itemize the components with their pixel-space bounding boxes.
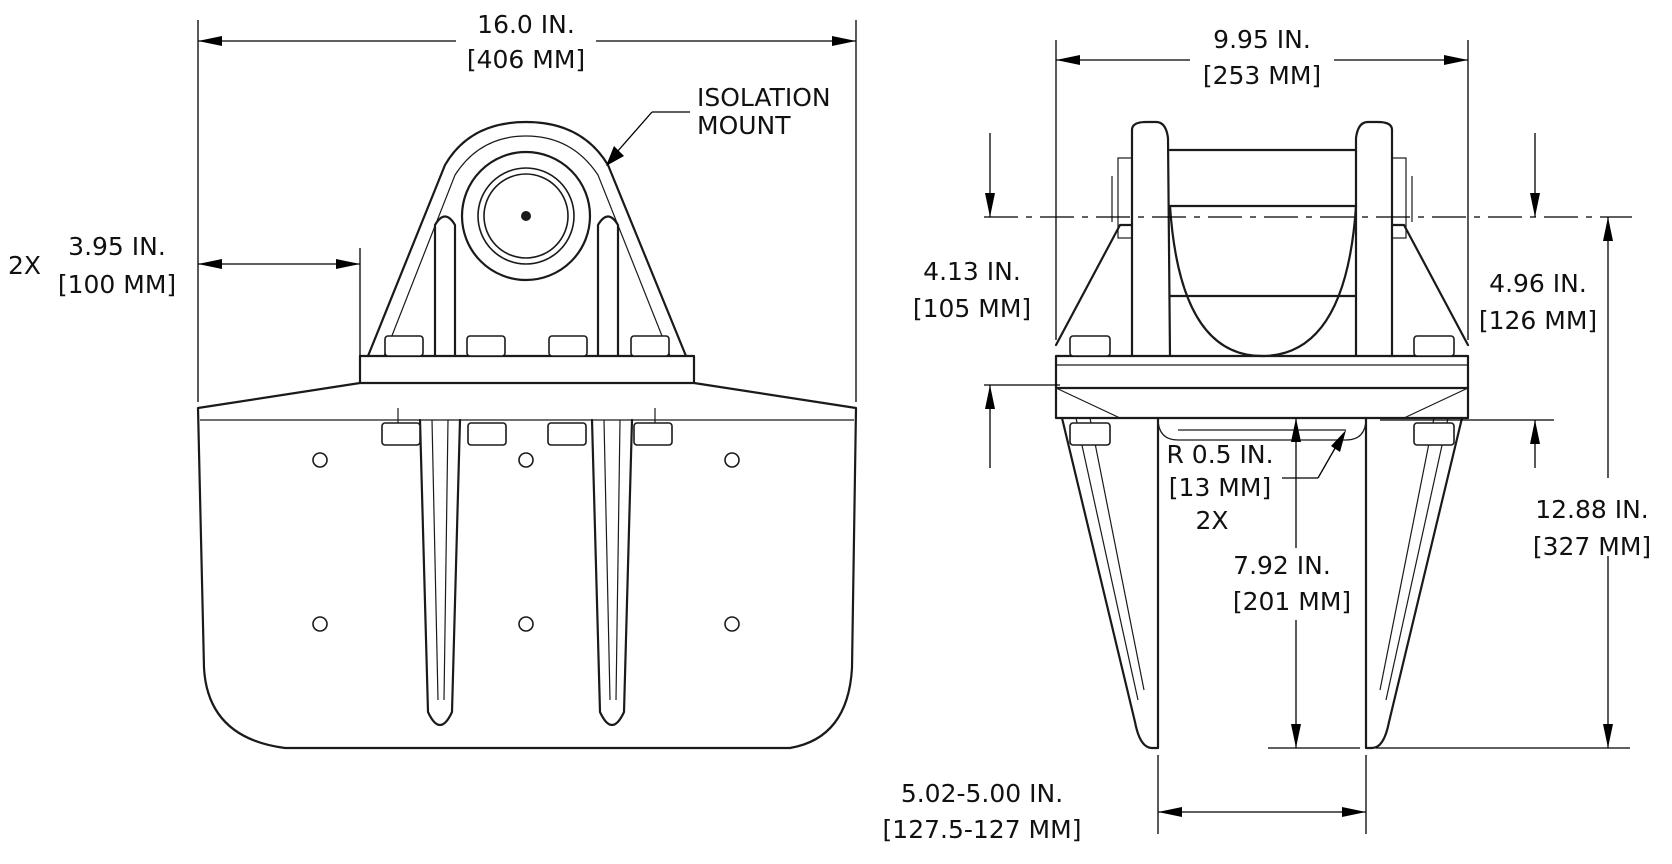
dim-overall-width-front: 16.0 IN. [406 MM]: [197, 10, 857, 402]
dim-inset-front: 2X 3.95 IN. [100 MM]: [8, 232, 361, 356]
dim-gap-depth: 7.92 IN. [201 MM]: [1233, 418, 1360, 749]
front-lower-bolts: [381, 422, 673, 446]
dim-overall-width-side: 9.95 IN. [253 MM]: [1055, 25, 1469, 340]
dim-gap-width-mm: [127.5-127 MM]: [883, 815, 1082, 844]
dim-radius-count: 2X: [1195, 506, 1228, 535]
side-leg-left: [1060, 416, 1160, 750]
dim-radius-mm: [13 MM]: [1169, 473, 1271, 502]
dim-pivot-height-mm: [105 MM]: [913, 294, 1031, 323]
dim-gap-depth-inch: 7.92 IN.: [1233, 551, 1331, 580]
side-clevis-left: [1130, 120, 1172, 358]
front-rib-right: [590, 418, 634, 727]
front-view: 16.0 IN. [406 MM] 2X 3.95 IN. [100 MM] I…: [8, 10, 858, 750]
dim-overall-width-side-inch: 9.95 IN.: [1213, 25, 1311, 54]
front-saddle-plate: [358, 354, 696, 385]
dim-overall-width-front-inch: 16.0 IN.: [477, 10, 575, 39]
dim-gap-width: 5.02-5.00 IN. [127.5-127 MM]: [883, 755, 1367, 844]
dim-gap-depth-mm: [201 MM]: [1233, 587, 1351, 616]
dim-gap-width-inch: 5.02-5.00 IN.: [901, 779, 1063, 808]
side-leg-right: [1364, 416, 1464, 750]
dim-pivot-height-inch: 4.13 IN.: [923, 257, 1021, 286]
isolation-mount-bushing: [460, 150, 592, 282]
side-lower-frame: [1054, 386, 1470, 420]
dim-inset-mm: [100 MM]: [58, 270, 176, 299]
dim-pivot-height: 4.13 IN. [105 MM]: [913, 133, 1060, 468]
front-mounting-holes: [312, 452, 740, 632]
callout-line1: ISOLATION: [697, 83, 831, 112]
dim-overall-height: 12.88 IN. [327 MM]: [1376, 217, 1651, 749]
side-bolts: [1069, 335, 1455, 446]
front-bracket: [366, 120, 688, 358]
front-top-bolts: [384, 335, 670, 357]
dim-mount-height-mm: [126 MM]: [1479, 306, 1597, 335]
dim-mount-height-inch: 4.96 IN.: [1489, 269, 1587, 298]
side-view: 9.95 IN. [253 MM] 4.13 IN. [105 MM] 4.96…: [883, 25, 1652, 844]
side-top-plate: [1054, 354, 1470, 390]
dim-overall-width-side-mm: [253 MM]: [1203, 61, 1321, 90]
dim-overall-height-inch: 12.88 IN.: [1535, 495, 1649, 524]
dim-inset-inch: 3.95 IN.: [68, 232, 166, 261]
dim-overall-width-front-mm: [406 MM]: [467, 45, 585, 74]
dim-overall-height-mm: [327 MM]: [1533, 532, 1651, 561]
side-clevis-right: [1354, 120, 1394, 358]
isolation-mount-callout: ISOLATION MOUNT: [606, 83, 831, 166]
callout-line2: MOUNT: [697, 111, 791, 140]
front-base-plate: [196, 381, 858, 750]
side-bushing-sleeve: [1168, 148, 1358, 298]
dim-radius-inch: R 0.5 IN.: [1166, 440, 1273, 469]
dim-radius: R 0.5 IN. [13 MM] 2X: [1166, 430, 1346, 535]
front-rib-left: [418, 418, 462, 727]
dim-mount-height: 4.96 IN. [126 MM]: [1380, 133, 1597, 468]
dim-inset-count: 2X: [8, 251, 41, 280]
